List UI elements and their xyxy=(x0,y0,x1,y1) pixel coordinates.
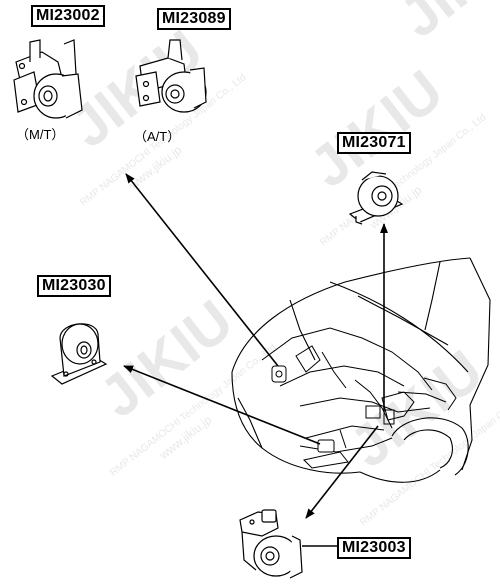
mount-mi23003-drawing xyxy=(239,509,303,579)
pointer-arrows xyxy=(123,173,388,547)
mount-mi23089-drawing xyxy=(135,39,207,113)
variant-label-at: （A/T） xyxy=(134,129,181,144)
arrow-to-mi23030 xyxy=(123,365,321,445)
mount-location-left xyxy=(271,365,287,383)
watermark-brand: JIKIU xyxy=(338,338,495,481)
mount-location-front xyxy=(303,439,349,469)
watermark-brand: JIKIU xyxy=(388,0,500,50)
variant-label-mt: （M/T） xyxy=(16,127,65,142)
part-label-mi23089: MI23089 xyxy=(157,8,231,30)
car-front-outline xyxy=(231,257,491,483)
mount-mi23071-drawing xyxy=(348,171,404,225)
part-label-mi23003: MI23003 xyxy=(337,537,411,559)
watermark-brand: JIKIU xyxy=(88,288,245,431)
mount-mi23030-drawing xyxy=(50,323,108,385)
part-label-mi23002: MI23002 xyxy=(31,5,105,27)
mount-mi23002-drawing xyxy=(13,39,83,119)
arrow-to-mi23003 xyxy=(305,425,379,519)
arrow-to-mi23002 xyxy=(125,173,279,367)
part-label-mi23071: MI23071 xyxy=(337,132,411,154)
part-label-mi23030: MI23030 xyxy=(37,275,111,297)
